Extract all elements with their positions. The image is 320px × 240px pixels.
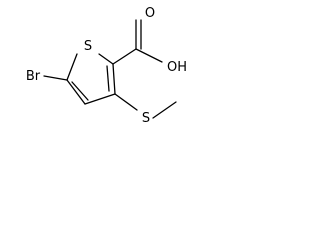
bond-c5-c4 xyxy=(66,79,86,105)
bromine-label: Br xyxy=(26,69,41,84)
bond-s-c5 xyxy=(66,53,78,81)
bond-c3-c2-inner xyxy=(106,65,110,92)
bond-c5-br xyxy=(43,75,68,81)
bond-c3-c2 xyxy=(112,63,116,95)
bond-c2-ccarboxyl xyxy=(112,48,137,65)
carbonyl-oxygen-label: O xyxy=(145,6,155,21)
molecule-structure: S Br O OH S xyxy=(26,6,187,126)
bond-c-oh xyxy=(135,48,163,63)
hydroxyl-label: OH xyxy=(167,60,187,75)
bond-c2-s xyxy=(98,53,114,65)
bond-s-ch3 xyxy=(152,101,177,119)
bond-c4-c3 xyxy=(84,93,116,105)
methylthio-sulfur-label: S xyxy=(142,111,150,126)
ring-sulfur-label: S xyxy=(84,39,92,54)
bond-c3-s-methyl xyxy=(114,93,138,111)
bond-c5-c4-inner xyxy=(71,81,89,101)
